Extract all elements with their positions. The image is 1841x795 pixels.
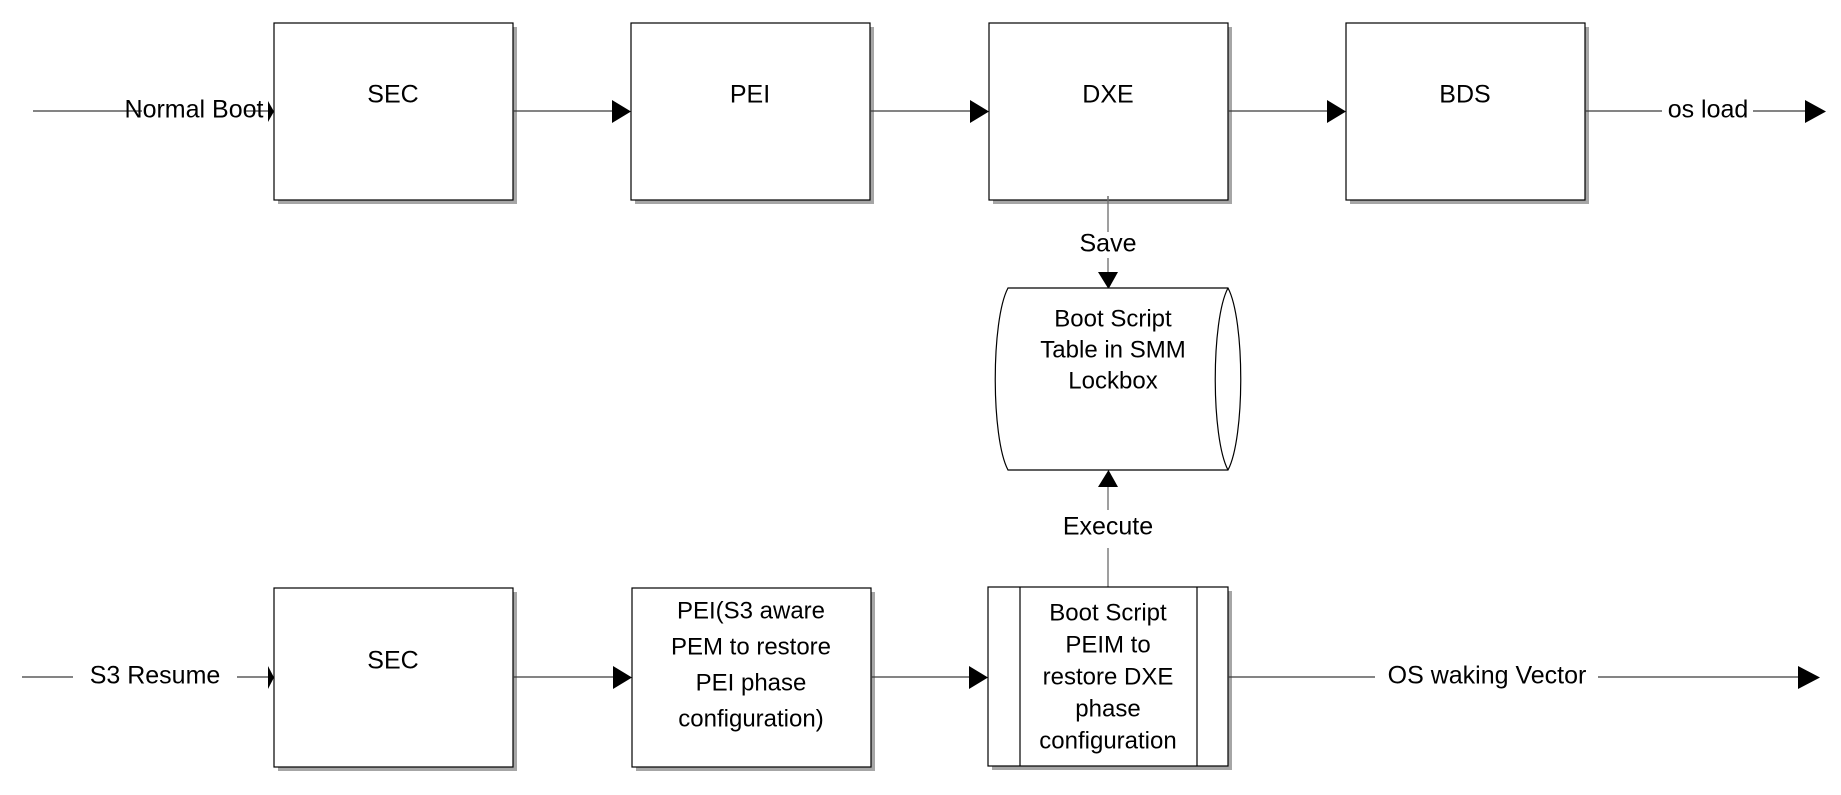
edge-save: Save xyxy=(1080,196,1137,289)
node-dxe-top[interactable]: DXE xyxy=(988,22,1232,204)
edge-normal-boot-entry: Normal Boot xyxy=(33,96,274,124)
edge-label-s3-resume: S3 Resume xyxy=(90,662,221,690)
node-label-sec-top: SEC xyxy=(367,81,418,109)
node-label-boot-script-table-line3: Lockbox xyxy=(1068,367,1157,394)
edge-os-waking-vector-exit: OS waking Vector xyxy=(1228,662,1820,690)
edge-os-load-exit: os load xyxy=(1585,96,1826,124)
edge-execute: Execute xyxy=(1063,470,1153,587)
edge-label-execute: Execute xyxy=(1063,513,1153,541)
node-label-boot-script-peim-line4: phase xyxy=(1075,695,1140,722)
edge-pei-to-dxe-top xyxy=(870,100,989,123)
edge-label-save: Save xyxy=(1080,230,1137,258)
node-label-boot-script-table-line2: Table in SMM xyxy=(1040,336,1185,363)
edge-label-os-load: os load xyxy=(1668,96,1749,124)
edge-label-normal-boot: Normal Boot xyxy=(125,96,264,124)
edge-dxe-to-bds-top xyxy=(1228,100,1346,123)
node-boot-script-peim[interactable]: Boot Script PEIM to restore DXE phase co… xyxy=(987,586,1232,770)
node-sec-bottom[interactable]: SEC xyxy=(273,587,517,771)
node-label-boot-script-peim-line3: restore DXE xyxy=(1043,663,1174,690)
node-label-pei-s3-line3: PEI phase xyxy=(696,669,807,696)
node-label-sec-bottom: SEC xyxy=(367,647,418,675)
node-bds-top[interactable]: BDS xyxy=(1345,22,1589,204)
edge-label-os-waking-vector: OS waking Vector xyxy=(1388,662,1587,690)
node-pei-s3[interactable]: PEI(S3 aware PEM to restore PEI phase co… xyxy=(631,587,875,771)
node-sec-top[interactable]: SEC xyxy=(273,22,517,204)
node-label-boot-script-table-line1: Boot Script xyxy=(1054,305,1172,332)
node-label-boot-script-peim-line2: PEIM to xyxy=(1065,631,1150,658)
node-label-pei-s3-line1: PEI(S3 aware xyxy=(677,597,825,624)
node-boot-script-table[interactable]: Boot Script Table in SMM Lockbox xyxy=(994,287,1242,471)
node-label-boot-script-peim-line1: Boot Script xyxy=(1049,599,1167,626)
edge-s3-resume-entry: S3 Resume xyxy=(22,662,274,690)
node-pei-top[interactable]: PEI xyxy=(630,22,874,204)
edge-pei-s3-to-boot-script-peim xyxy=(871,666,988,689)
node-label-dxe-top: DXE xyxy=(1082,81,1133,109)
edge-sec-to-pei-s3 xyxy=(513,666,632,689)
edge-sec-to-pei-top xyxy=(513,100,631,123)
node-label-bds-top: BDS xyxy=(1439,81,1490,109)
node-label-pei-top: PEI xyxy=(730,81,770,109)
node-label-pei-s3-line2: PEM to restore xyxy=(671,633,831,660)
node-label-boot-script-peim-line5: configuration xyxy=(1039,727,1176,754)
node-label-pei-s3-line4: configuration) xyxy=(678,705,823,732)
